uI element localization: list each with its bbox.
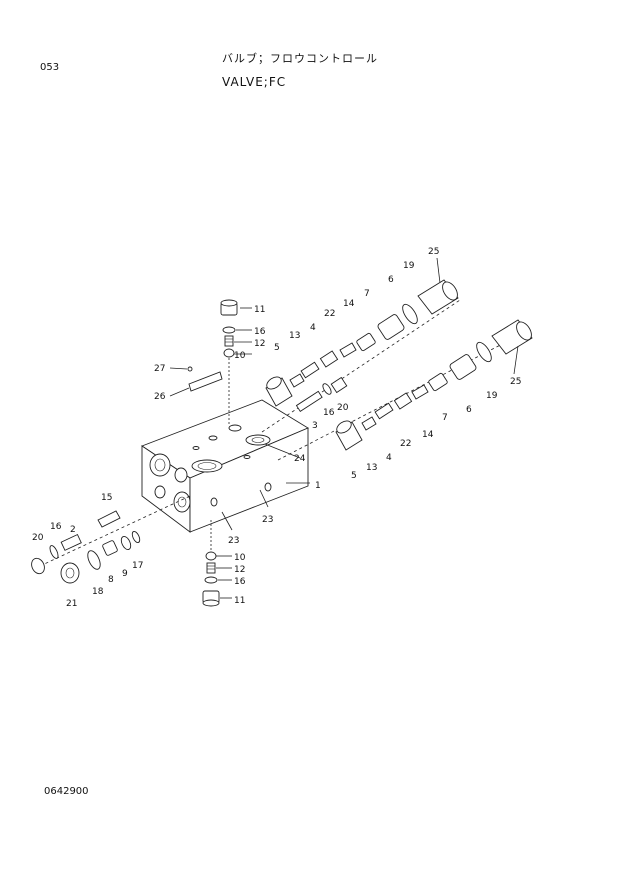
title-english: VALVE;FC (222, 75, 287, 89)
callout-20: 20 (32, 533, 44, 543)
callout-16: 16 (234, 577, 246, 587)
callout-25: 25 (510, 377, 521, 387)
callout-9: 9 (122, 569, 128, 579)
plug-stack-bottom (202, 520, 220, 607)
figure-code: 0642900 (44, 786, 89, 797)
callout-16: 16 (323, 408, 335, 418)
callout-21: 21 (66, 599, 77, 609)
page-number: 053 (40, 62, 60, 73)
callout-2: 2 (70, 525, 76, 535)
callout-7: 7 (442, 413, 448, 423)
callout-4: 4 (310, 323, 316, 333)
valve-body (141, 399, 309, 533)
callout-11: 11 (254, 305, 265, 315)
pin-part-27 (169, 366, 193, 372)
callout-4: 4 (386, 453, 392, 463)
plug-stack-top (220, 299, 238, 425)
callout-16: 16 (50, 522, 62, 532)
callout-25: 25 (428, 247, 439, 257)
callout-16: 16 (254, 327, 266, 337)
callout-17: 17 (132, 561, 143, 571)
callout-15: 15 (101, 493, 112, 503)
callout-22: 22 (400, 439, 411, 449)
callout-19: 19 (403, 261, 415, 271)
left-spool-stack (31, 495, 191, 584)
callout-14: 14 (343, 299, 355, 309)
lower-spool-stack (277, 319, 533, 461)
callout-5: 5 (274, 343, 280, 353)
callout-8: 8 (108, 575, 114, 585)
title-japanese: バルブ；フロウコントロール (222, 52, 378, 65)
callout-14: 14 (422, 430, 434, 440)
callout-23: 23 (228, 536, 239, 546)
callout-12: 12 (254, 339, 265, 349)
callout-12: 12 (234, 565, 245, 575)
leader-lines (169, 257, 519, 599)
callout-13: 13 (366, 463, 377, 473)
callout-11: 11 (234, 596, 245, 606)
callout-6: 6 (388, 275, 394, 285)
callout-5: 5 (351, 471, 357, 481)
callout-1: 1 (315, 481, 321, 491)
callout-7: 7 (364, 289, 370, 299)
callout-23: 23 (262, 515, 273, 525)
callout-6: 6 (466, 405, 472, 415)
callout-20: 20 (337, 403, 349, 413)
callout-27: 27 (154, 364, 165, 374)
callout-22: 22 (324, 309, 335, 319)
plate-part-26 (188, 371, 223, 392)
callout-26: 26 (154, 392, 166, 402)
callout-18: 18 (92, 587, 104, 597)
callout-10: 10 (234, 351, 246, 361)
upper-spool-stack (261, 279, 461, 433)
callout-24: 24 (294, 454, 306, 464)
callout-13: 13 (289, 331, 300, 341)
callout-labels: 1 2 3 4 4 5 5 6 6 7 7 8 9 10 10 11 11 12… (32, 247, 521, 609)
callout-19: 19 (486, 391, 498, 401)
callout-3: 3 (312, 421, 318, 431)
callout-10: 10 (234, 553, 246, 563)
